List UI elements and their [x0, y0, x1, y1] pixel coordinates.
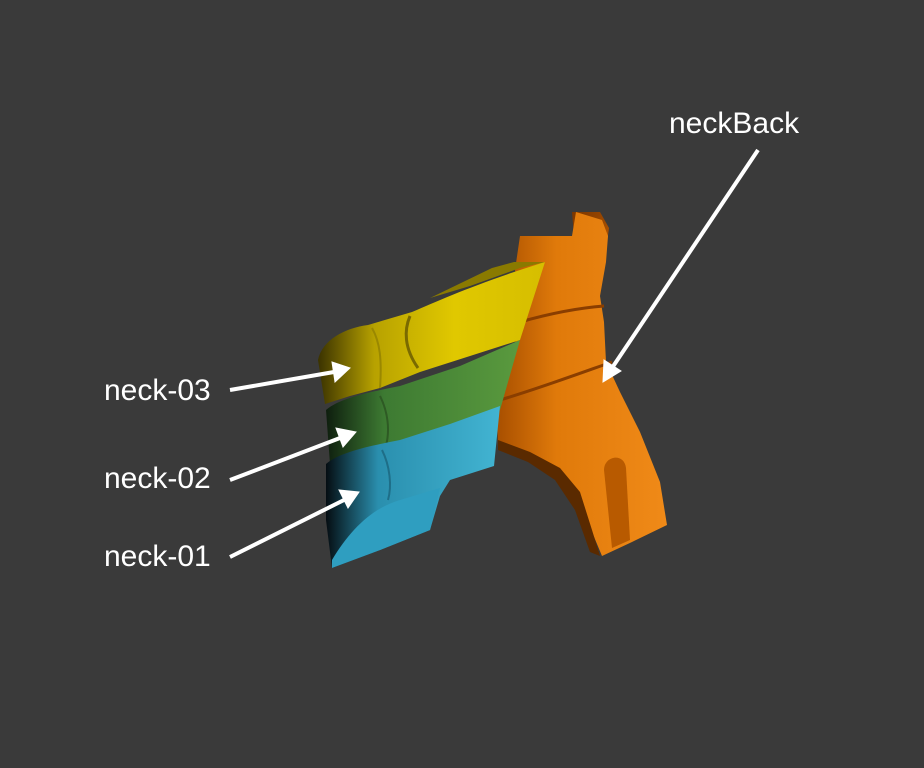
arrow-neck-back [602, 148, 760, 383]
neck-back-seam-lower [499, 360, 613, 402]
label-neck-01: neck-01 [104, 540, 211, 573]
arrow-neck-01 [229, 489, 360, 559]
neck-03-top-rim [430, 262, 545, 298]
neck-back-seam-upper [519, 304, 605, 324]
neck-02-part [326, 340, 520, 464]
neck-back-bottom-shadow [498, 440, 600, 556]
neck-01-flange [332, 488, 440, 568]
label-neck-02: neck-02 [104, 462, 211, 495]
neck-03-body [318, 262, 545, 404]
label-neck-back: neckBack [669, 107, 800, 140]
arrow-neck-03 [229, 361, 351, 392]
callout-arrows [229, 148, 760, 559]
neck-03-groove [404, 315, 420, 369]
neck-back-slot [604, 457, 630, 548]
neck-03-part [318, 262, 545, 404]
neck-03-groove-2 [371, 327, 382, 389]
label-neck-03: neck-03 [104, 374, 211, 407]
arrow-neck-02 [229, 427, 357, 482]
neck-01-groove [381, 449, 391, 501]
neck-02-body [326, 340, 520, 464]
neck-back-part [497, 212, 667, 556]
neck-01-part [326, 406, 500, 568]
neck-02-groove [379, 395, 389, 447]
